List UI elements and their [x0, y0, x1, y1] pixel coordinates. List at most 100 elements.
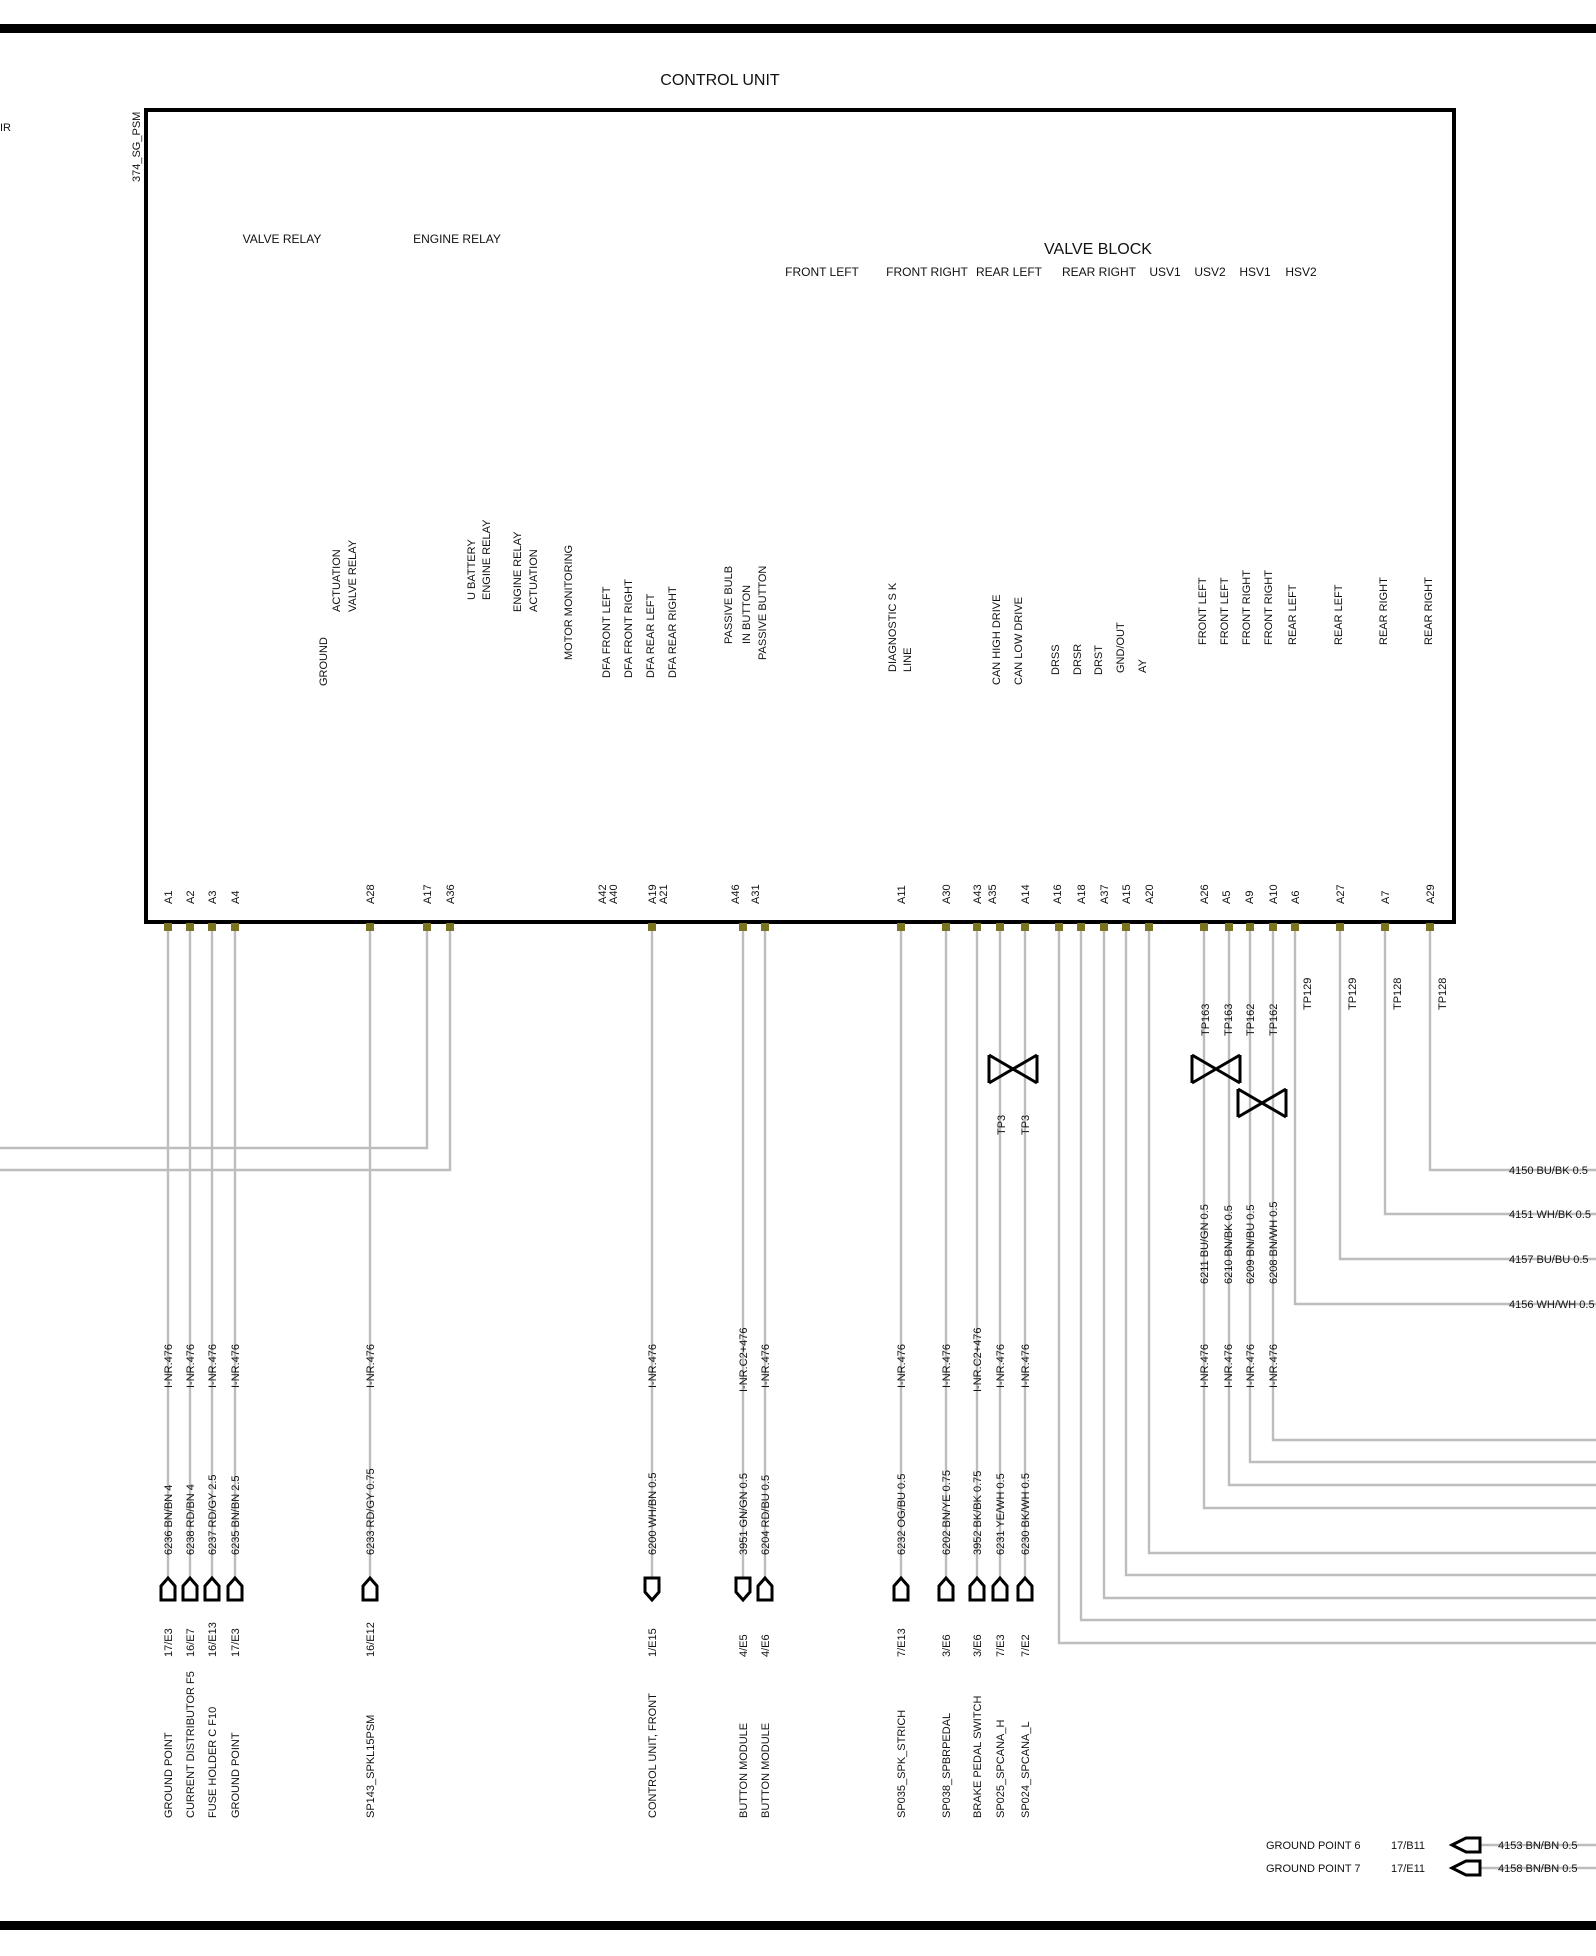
- test-point-label: TP3: [1020, 1115, 1032, 1135]
- valve-wire-label: 6210 BN/BK 0.5: [1223, 1205, 1235, 1284]
- function-label: LINE: [902, 648, 914, 672]
- pin-marker: [897, 923, 905, 931]
- pin-label: A46: [730, 884, 742, 904]
- pin-label: A2: [185, 891, 197, 904]
- ground-connector-icon: [1448, 1859, 1482, 1877]
- pin-label: A28: [365, 884, 377, 904]
- pin-label: A15: [1121, 884, 1133, 904]
- harness-label: I-NR.476: [1245, 1344, 1257, 1388]
- pin-label: A21: [658, 884, 670, 904]
- pin-label: A4: [230, 891, 242, 904]
- ground-point-coord: 17/B11: [1391, 1840, 1425, 1852]
- wire-label: 6237 RD/GY 2.5: [207, 1474, 219, 1555]
- coord-label: 16/E12: [365, 1622, 377, 1657]
- function-label: DFA REAR RIGHT: [667, 586, 679, 678]
- connector-icon: [1016, 1575, 1034, 1602]
- ground-point-label: GROUND POINT 7: [1266, 1863, 1361, 1875]
- pin-marker: [1426, 923, 1434, 931]
- wires: [0, 931, 1596, 1870]
- destination-label: SP025_SPCANA_H: [995, 1720, 1007, 1818]
- pin-marker: [1100, 923, 1108, 931]
- wire-label: 6231 YE/WH 0.5: [995, 1473, 1007, 1555]
- group-label-valve-relay: VALVE RELAY: [243, 232, 322, 246]
- pin-label: A43: [972, 884, 984, 904]
- pin-label: A16: [1052, 884, 1064, 904]
- function-label: DFA FRONT LEFT: [601, 586, 613, 678]
- ground-point-label: GROUND POINT 6: [1266, 1840, 1361, 1852]
- pin-marker: [1269, 923, 1277, 931]
- test-point-label: TP162: [1245, 1004, 1257, 1036]
- wire-label: 6204 RD/BU 0.5: [760, 1475, 772, 1555]
- pin-label: A9: [1244, 891, 1256, 904]
- pin-marker: [1122, 923, 1130, 931]
- wire-line: [1271, 931, 1596, 1442]
- function-label: GROUND: [318, 637, 330, 686]
- connector-icon: [937, 1575, 955, 1602]
- function-label: REAR RIGHT: [1378, 577, 1390, 645]
- destination-label: CONTROL UNIT, FRONT: [647, 1693, 659, 1818]
- pin-label: A35: [987, 884, 999, 904]
- ground-connector-icon: [1448, 1836, 1482, 1854]
- function-label: DRSS: [1050, 644, 1062, 675]
- connector-icon: [643, 1576, 661, 1603]
- wire-label: 6202 BN/YE 0.75: [941, 1470, 953, 1555]
- test-point-label: TP128: [1437, 978, 1449, 1010]
- wire-label: 6238 RD/BN 4: [185, 1484, 197, 1555]
- destination-label: BUTTON MODULE: [760, 1723, 772, 1818]
- harness-label: I-NR.476: [185, 1344, 197, 1388]
- harness-label: I-NR.476: [230, 1344, 242, 1388]
- harness-label: I-NR.476: [647, 1344, 659, 1388]
- coord-label: 17/E3: [163, 1628, 175, 1657]
- control-unit-title: CONTROL UNIT: [660, 72, 780, 89]
- coord-label: 16/E7: [185, 1628, 197, 1657]
- destination-label: BUTTON MODULE: [738, 1723, 750, 1818]
- coord-label: 3/E6: [941, 1634, 953, 1657]
- function-label: DFA FRONT RIGHT: [623, 579, 635, 678]
- wire-line: [1248, 931, 1596, 1464]
- unit-code-label: 374_SG_PSM: [131, 112, 143, 182]
- pin-label: A11: [896, 885, 908, 904]
- coord-label: 1/E15: [647, 1628, 659, 1657]
- function-label: FRONT RIGHT: [1241, 570, 1253, 645]
- pin-marker: [996, 923, 1004, 931]
- destination-label: BRAKE PEDAL SWITCH: [972, 1695, 984, 1818]
- coord-label: 7/E13: [896, 1628, 908, 1657]
- coord-label: 4/E5: [738, 1634, 750, 1657]
- ground-point-wire: 4158 BN/BN 0.5: [1498, 1863, 1578, 1875]
- destination-label: CURRENT DISTRIBUTOR F5: [185, 1671, 197, 1818]
- harness-label: I-NR.C2+476: [738, 1327, 750, 1392]
- pin-marker: [1291, 923, 1299, 931]
- twisted-pair-icon: [1190, 1053, 1242, 1085]
- function-label: FRONT RIGHT: [1263, 570, 1275, 645]
- function-label: DRSR: [1072, 644, 1084, 675]
- connector-icon: [361, 1575, 379, 1602]
- coord-label: 7/E2: [1020, 1634, 1032, 1657]
- function-label: DFA REAR LEFT: [645, 593, 657, 678]
- group-label-front-right: FRONT RIGHT: [886, 265, 968, 279]
- function-label: DRST: [1093, 645, 1105, 675]
- group-label-hsv2: HSV2: [1285, 265, 1317, 279]
- pin-label: A3: [207, 891, 219, 904]
- pin-label: A36: [445, 884, 457, 904]
- connector-icon: [756, 1575, 774, 1602]
- right-wire-label: 4150 BU/BK 0.5: [1509, 1165, 1588, 1177]
- pin-label: A31: [750, 884, 762, 904]
- wire-label: 3952 BK/BK 0.75: [972, 1471, 984, 1555]
- pin-label: A10: [1268, 884, 1280, 904]
- coord-label: 3/E6: [972, 1634, 984, 1657]
- destination-label: GROUND POINT: [230, 1732, 242, 1818]
- pin-marker: [208, 923, 216, 931]
- control-unit-box: [144, 108, 1456, 924]
- test-point-label: TP162: [1268, 1004, 1280, 1036]
- ground-points: GROUND POINT 6 17/B11 4153 BN/BN 0.5GROUND…: [1266, 1836, 1578, 1877]
- valve-wire-label: 6208 BN/WH 0.5: [1268, 1201, 1280, 1284]
- ground-point-wire: 4153 BN/BN 0.5: [1498, 1840, 1578, 1852]
- wire-label: 6230 BK/WH 0.5: [1020, 1473, 1032, 1555]
- pin-label: A26: [1199, 884, 1211, 904]
- destination-label: FUSE HOLDER C F10: [207, 1707, 219, 1818]
- pin-marker: [1055, 923, 1063, 931]
- wire-line: [1428, 931, 1596, 1172]
- pin-marker: [1246, 923, 1254, 931]
- coord-label: 16/E13: [207, 1622, 219, 1657]
